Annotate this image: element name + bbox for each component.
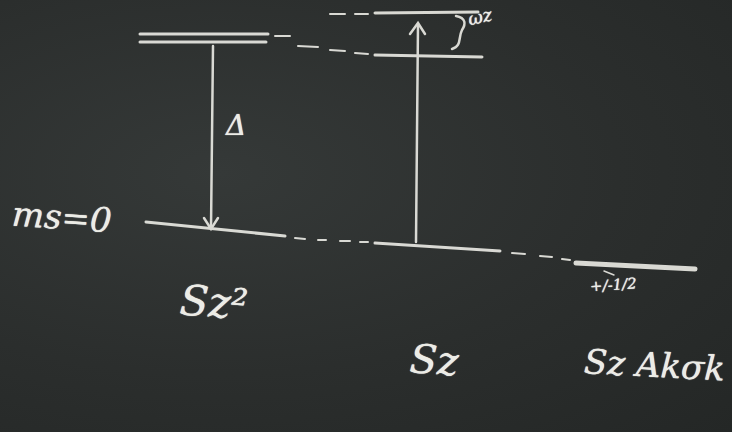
dashed-guide	[340, 240, 350, 242]
energy-level	[375, 243, 500, 251]
splitting-bracket	[452, 16, 464, 49]
energy-level	[375, 12, 478, 13]
chalk-mark	[604, 271, 614, 275]
dashed-guide	[360, 241, 368, 243]
dashed-guide	[512, 253, 525, 254]
energy-level	[576, 263, 695, 269]
chalk-label: +/-1/2	[590, 276, 638, 294]
dashed-guide	[318, 239, 326, 241]
transition-arrow	[416, 24, 418, 242]
transition-arrow	[211, 46, 213, 228]
energy-level	[375, 55, 482, 57]
chalk-label: ωz	[466, 6, 493, 29]
chalk-label: ms=0	[11, 197, 113, 238]
chalk-label: Sz Akσk	[583, 344, 726, 385]
dashed-guide	[295, 238, 305, 239]
dashed-guide	[562, 259, 570, 260]
energy-level	[140, 33, 268, 36]
chalk-label: Δ	[226, 112, 246, 140]
dashed-guide	[355, 13, 368, 15]
dashed-guide	[355, 53, 368, 54]
chalk-label: Sz	[409, 338, 460, 381]
dashed-guide	[330, 50, 345, 51]
dashed-guide	[275, 35, 290, 37]
dashed-guide	[540, 256, 552, 257]
chalk-label: Sz²	[179, 280, 250, 327]
dashed-guide	[298, 46, 318, 47]
arrowhead	[410, 23, 425, 34]
energy-level	[140, 41, 266, 44]
dashed-guide	[330, 13, 345, 15]
arrowhead	[204, 218, 218, 229]
